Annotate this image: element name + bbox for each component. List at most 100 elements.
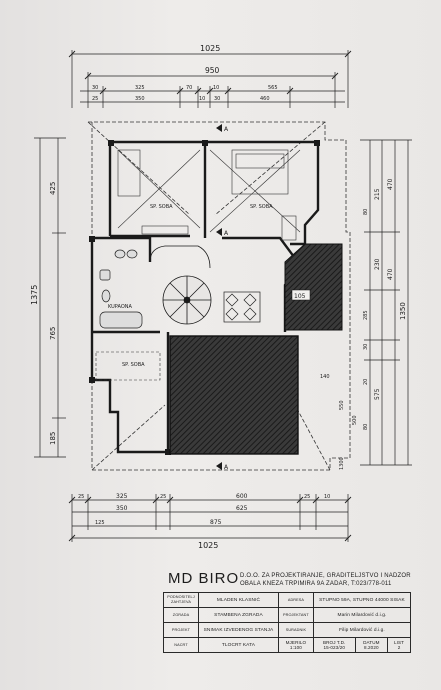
firm-info-line: D.O.O. ZA PROJEKTIRANJE, GRADITELJSTVO I…: [240, 573, 411, 579]
tb-key: NACRT: [163, 637, 199, 653]
tb-date-label: DATUM: [363, 640, 380, 645]
tb-value: TLOCRT KATA: [198, 637, 279, 653]
tb-value: MLADEN KLASNIĆ: [198, 592, 279, 608]
dim-top-total: 1025: [200, 44, 220, 53]
dim-top-small: 25: [92, 96, 98, 102]
dim-right-part: 230: [374, 258, 381, 270]
wall-fills: [89, 140, 320, 455]
section-label: A: [224, 230, 229, 237]
dim-bottom-seg: 10: [324, 494, 330, 500]
dim-inside: 550: [339, 400, 345, 410]
dim-inside: 1300: [339, 457, 345, 470]
dim-top-seg: 10: [213, 85, 219, 91]
hatched-void: [284, 243, 343, 331]
dim-top-small: 350: [135, 96, 145, 102]
dim-right-part: 575: [374, 388, 381, 400]
dim-top-small: 10: [199, 96, 205, 102]
tb-sheet-label: LIST: [393, 640, 405, 645]
dim-bottom-mid: 350: [116, 505, 128, 512]
room-label-bedroom-1: SP. SOBA: [150, 204, 173, 210]
room-label-bedroom-2: SP. SOBA: [250, 204, 273, 210]
room-tag-box: [291, 289, 311, 301]
dim-inside: 140: [320, 374, 330, 380]
tb-number-value: 15-023/20: [323, 645, 346, 650]
tb-value: SNIMAK IZVEDENOG STANJA: [198, 622, 279, 638]
section-marker-icon: [216, 124, 222, 470]
bottom-dimension-ticks: [68, 496, 352, 542]
tb-key: ADRESA: [277, 592, 314, 608]
firm-info: D.O.O. ZA PROJEKTIRANJE, GRADITELJSTVO I…: [240, 572, 436, 588]
tb-number: BROJ T.D.15-023/20: [312, 637, 356, 653]
dim-top-seg: 325: [135, 85, 145, 91]
tb-value: Marin Milardović d.i.g.: [312, 607, 412, 623]
tb-key: PODNOSITELJ ZAHTJEVA: [163, 592, 199, 608]
tb-value: STUPNO 59A, STUPNO 44000 SISAK: [312, 592, 412, 608]
tb-scale-value: 1:100: [289, 645, 302, 650]
landing-furniture: [223, 291, 261, 323]
dim-bottom-seg: 25: [78, 494, 84, 500]
dim-bottom-seg: 325: [116, 493, 128, 500]
tb-scale-label: MJERILO: [285, 640, 307, 645]
dim-top-small: 460: [260, 96, 270, 102]
title-block-row: PROJEKT SNIMAK IZVEDENOG STANJA SURADNIK…: [163, 622, 412, 638]
dim-right-inner: 30: [363, 344, 369, 350]
left-dimensions: [34, 137, 66, 458]
hatched-slab: [169, 335, 299, 455]
dim-top-seg: 565: [268, 85, 278, 91]
floor-plan: 1025 950 30 325 70 10 565 25 350 10 30 4…: [30, 44, 412, 550]
tb-date-value: 8.2020: [363, 645, 379, 650]
dim-right-inner: 80: [363, 209, 369, 215]
dim-left-total: 1375: [30, 285, 39, 305]
dim-right-inner: 80: [363, 424, 369, 430]
dim-right-inner: 20: [363, 379, 369, 385]
bottom-dimensions: [71, 494, 349, 542]
tb-sheet-value: 2: [397, 645, 401, 650]
dim-bottom-small: 125: [95, 520, 105, 526]
lower-room-outline: [95, 351, 161, 381]
dim-top-seg: 30: [92, 85, 98, 91]
dim-top-inner: 950: [205, 66, 220, 75]
dim-top-seg: 70: [186, 85, 192, 91]
tb-value: STAMBENA ZGRADA: [198, 607, 279, 623]
title-block-row: PODNOSITELJ ZAHTJEVA MLADEN KLASNIĆ ADRE…: [163, 592, 412, 608]
tb-key: SURADNIK: [277, 622, 314, 638]
tb-key: PROJEKT: [163, 622, 199, 638]
room-tag: 105: [294, 293, 306, 300]
bedroom-right-details: [209, 149, 301, 241]
tb-key: ZGRADA: [163, 607, 199, 623]
dim-right-part: 215: [374, 188, 381, 200]
bathroom-fixtures: [99, 249, 143, 329]
top-dimension-ticks: [68, 50, 352, 95]
tb-value: Filip Milardović d.i.g.: [312, 622, 412, 638]
dim-left-b: 765: [49, 327, 57, 340]
dim-bottom-small: 875: [210, 519, 222, 526]
right-dimensions: [360, 139, 412, 466]
bedroom-left-details: [117, 149, 201, 235]
dim-left-a: 425: [49, 182, 57, 195]
dim-inside: 500: [352, 415, 358, 425]
dim-bottom-seg: 600: [236, 493, 248, 500]
dim-bottom-mid: 625: [236, 505, 248, 512]
room-label-bathroom: KUPAONA: [108, 304, 133, 310]
dim-right-part: 470: [387, 268, 394, 280]
section-label: A: [224, 464, 229, 471]
tb-number-label: BROJ T.D.: [322, 640, 346, 645]
dim-right-total: 1350: [399, 302, 407, 320]
spiral-staircase: [149, 245, 212, 325]
section-label: A: [224, 126, 229, 133]
dim-bottom-seg: 25: [160, 494, 166, 500]
dim-right-part: 470: [387, 178, 394, 190]
firm-info-line: OBALA KNEZA TRPIMIRA 9A ZADAR, T:023/778…: [240, 581, 392, 587]
tb-key: PROJEKTANT: [277, 607, 314, 623]
title-block-row: ZGRADA STAMBENA ZGRADA PROJEKTANT Marin …: [163, 607, 412, 623]
roof-outline: [87, 121, 351, 471]
top-dimensions: [71, 50, 349, 108]
title-block-table: PODNOSITELJ ZAHTJEVA MLADEN KLASNIĆ ADRE…: [163, 592, 412, 653]
room-label-bedroom-3: SP. SOBA: [122, 362, 145, 368]
dim-left-c: 185: [49, 432, 57, 445]
dim-bottom-total: 1025: [198, 541, 218, 550]
